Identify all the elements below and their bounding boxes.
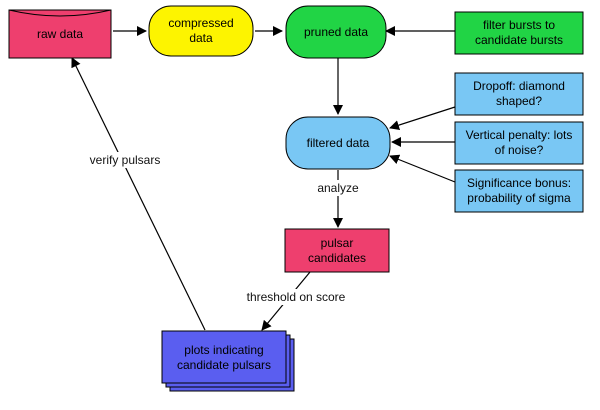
- node-dropoff-line1: Dropoff: diamond: [473, 79, 565, 93]
- node-pulsar-candidates-line1: pulsar: [321, 236, 354, 250]
- node-pruned-data: pruned data: [285, 5, 387, 59]
- node-compressed-data-line2: data: [189, 31, 213, 45]
- edge-label-threshold: threshold on score: [247, 290, 346, 304]
- node-filtered-data-label: filtered data: [307, 136, 370, 150]
- edge-significance-to-filtered: [389, 154, 456, 183]
- node-filter-bursts-line1: filter bursts to: [483, 18, 555, 32]
- edge-label-verify: verify pulsars: [90, 153, 161, 167]
- node-raw-data: raw data: [8, 9, 112, 59]
- node-plots: plots indicating candidate pulsars: [161, 330, 295, 392]
- edge-plots-to-raw: [71, 57, 206, 331]
- node-dropoff-line2: shaped?: [496, 94, 542, 108]
- node-pulsar-candidates: pulsar candidates: [284, 228, 390, 273]
- node-dropoff: Dropoff: diamond shaped?: [454, 72, 584, 116]
- node-vertical-penalty-line1: Vertical penalty: lots: [466, 128, 573, 142]
- node-plots-line2: candidate pulsars: [177, 358, 271, 372]
- node-pulsar-candidates-line2: candidates: [308, 251, 366, 265]
- edge-label-analyze: analyze: [317, 181, 359, 195]
- node-significance-bonus-line2: probability of sigma: [467, 191, 571, 205]
- node-significance-bonus: Significance bonus: probability of sigma: [454, 169, 584, 213]
- node-compressed-data: compressed data: [148, 5, 254, 57]
- node-filter-bursts: filter bursts to candidate bursts: [454, 11, 584, 55]
- node-plots-line1: plots indicating: [184, 343, 263, 357]
- node-vertical-penalty: Vertical penalty: lots of noise?: [454, 121, 584, 165]
- node-filtered-data: filtered data: [285, 116, 391, 170]
- node-filter-bursts-line2: candidate bursts: [475, 33, 563, 47]
- node-compressed-data-line1: compressed: [168, 16, 233, 30]
- node-raw-data-label: raw data: [37, 27, 83, 41]
- node-pruned-data-label: pruned data: [304, 25, 368, 39]
- node-vertical-penalty-line2: of noise?: [495, 143, 544, 157]
- edge-dropoff-to-filtered: [389, 106, 456, 130]
- node-significance-bonus-line1: Significance bonus:: [467, 176, 571, 190]
